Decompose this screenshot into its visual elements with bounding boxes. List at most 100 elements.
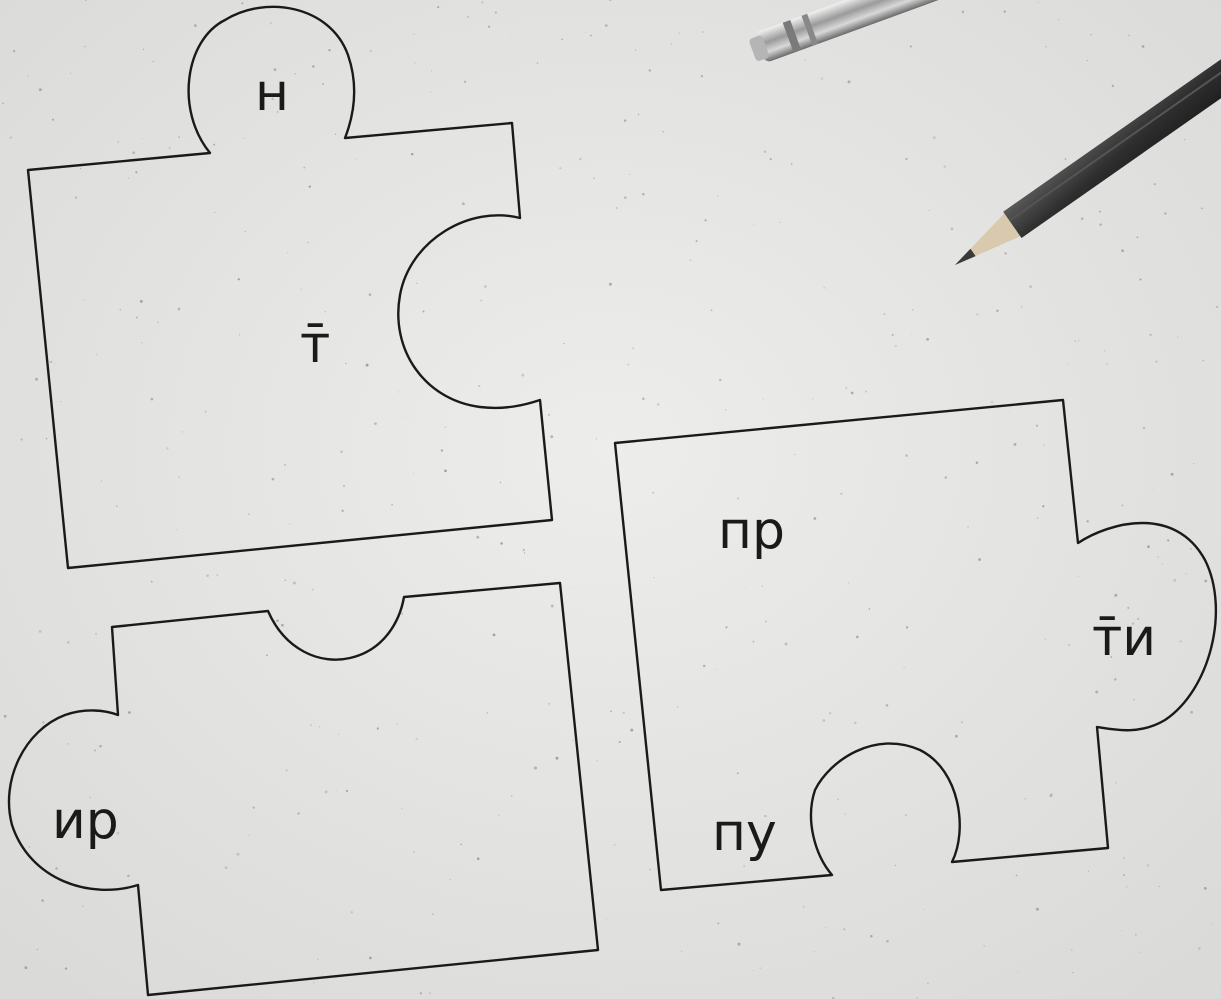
paper-speck xyxy=(1139,951,1141,953)
paper-speck xyxy=(910,333,912,335)
paper-speck xyxy=(444,469,447,473)
paper-speck xyxy=(828,712,832,715)
paper-speck xyxy=(1086,520,1089,523)
paper-speck xyxy=(1111,84,1114,88)
paper-speck xyxy=(555,756,559,760)
paper-speck xyxy=(1177,336,1179,338)
paper-speck xyxy=(338,733,339,735)
paper-speck xyxy=(904,814,907,817)
paper-speck xyxy=(419,992,422,995)
paper-speck xyxy=(623,196,627,200)
paper-speck xyxy=(550,604,554,608)
paper-speck xyxy=(248,834,250,837)
paper-speck xyxy=(784,642,788,646)
paper-speck xyxy=(865,390,868,393)
paper-speck xyxy=(1149,333,1152,336)
paper-speck xyxy=(322,83,325,86)
paper-speck xyxy=(398,391,400,393)
paper-speck xyxy=(700,75,704,78)
paper-speck xyxy=(486,711,489,714)
paper-speck xyxy=(324,790,328,794)
paper-speck xyxy=(252,806,255,809)
paper-speck xyxy=(1035,907,1039,911)
paper-speck xyxy=(521,373,525,377)
paper-speck xyxy=(1158,885,1160,888)
paper-speck xyxy=(1135,934,1137,936)
paper-speck xyxy=(883,313,886,316)
paper-speck xyxy=(276,619,279,623)
paper-speck xyxy=(284,579,287,582)
paper-speck xyxy=(1074,340,1076,342)
paper-speck xyxy=(176,529,178,531)
paper-speck xyxy=(241,2,244,5)
paper-speck xyxy=(510,34,512,36)
paper-speck xyxy=(894,864,896,867)
paper-speck xyxy=(556,842,558,844)
paper-speck xyxy=(82,905,84,907)
paper-speck xyxy=(813,517,817,520)
paper-speck xyxy=(100,480,103,482)
paper-speck xyxy=(69,565,71,567)
paper-speck xyxy=(701,30,704,34)
paper-speck xyxy=(467,16,469,18)
paper-speck xyxy=(793,453,796,456)
paper-speck xyxy=(752,640,755,643)
paper-speck xyxy=(804,59,806,61)
paper-speck xyxy=(1035,424,1039,427)
paper-speck xyxy=(244,230,247,233)
paper-speck xyxy=(642,397,645,401)
paper-speck xyxy=(237,278,240,281)
paper-speck xyxy=(41,899,44,902)
paper-speck xyxy=(762,398,764,400)
paper-speck xyxy=(548,702,551,705)
paper-speck xyxy=(478,384,481,388)
paper-speck xyxy=(54,363,56,365)
paper-speck xyxy=(764,814,767,818)
paper-speck xyxy=(1127,606,1130,609)
puzzle-piece-bottom-left[interactable]: ир xyxy=(7,581,600,997)
paper-speck xyxy=(95,632,97,635)
paper-speck xyxy=(476,857,480,861)
paper-speck xyxy=(141,342,143,344)
paper-speck xyxy=(194,24,197,27)
paper-speck xyxy=(641,192,645,196)
paper-speck xyxy=(763,150,767,153)
paper-speck xyxy=(593,177,595,180)
puzzle-piece-right[interactable]: пр т̄и пу xyxy=(613,398,1218,892)
paper-speck xyxy=(814,951,815,952)
paper-speck xyxy=(534,766,537,770)
piece-tab-label: т̄и xyxy=(1092,608,1156,668)
paper-speck xyxy=(847,582,850,584)
piece-center-label: т̄ xyxy=(300,315,330,375)
paper-speck xyxy=(462,202,465,206)
paper-speck xyxy=(823,287,825,289)
paper-speck xyxy=(1133,698,1136,701)
paper-speck xyxy=(1128,34,1130,37)
paper-speck xyxy=(1090,33,1093,36)
paper-speck xyxy=(297,812,300,815)
paper-speck xyxy=(903,666,905,668)
paper-speck xyxy=(596,759,598,762)
paper-speck xyxy=(753,969,755,971)
paper-speck xyxy=(38,88,42,92)
paper-speck xyxy=(843,928,846,931)
paper-speck xyxy=(854,721,857,725)
paper-speck xyxy=(460,843,462,846)
paper-speck xyxy=(1173,578,1177,582)
paper-speck xyxy=(83,299,85,301)
paper-speck xyxy=(429,992,432,995)
paper-speck xyxy=(271,97,274,100)
paper-speck xyxy=(740,549,741,551)
paper-speck xyxy=(204,410,207,413)
paper-speck xyxy=(604,24,608,28)
paper-speck xyxy=(414,62,416,64)
paper-speck xyxy=(182,431,184,433)
paper-speck xyxy=(1044,45,1047,48)
paper-speck xyxy=(413,33,415,35)
paper-speck xyxy=(376,727,379,730)
puzzle-piece-top-left[interactable]: н т̄ xyxy=(26,5,554,570)
paper-speck xyxy=(630,728,634,732)
paper-speck xyxy=(572,739,574,742)
